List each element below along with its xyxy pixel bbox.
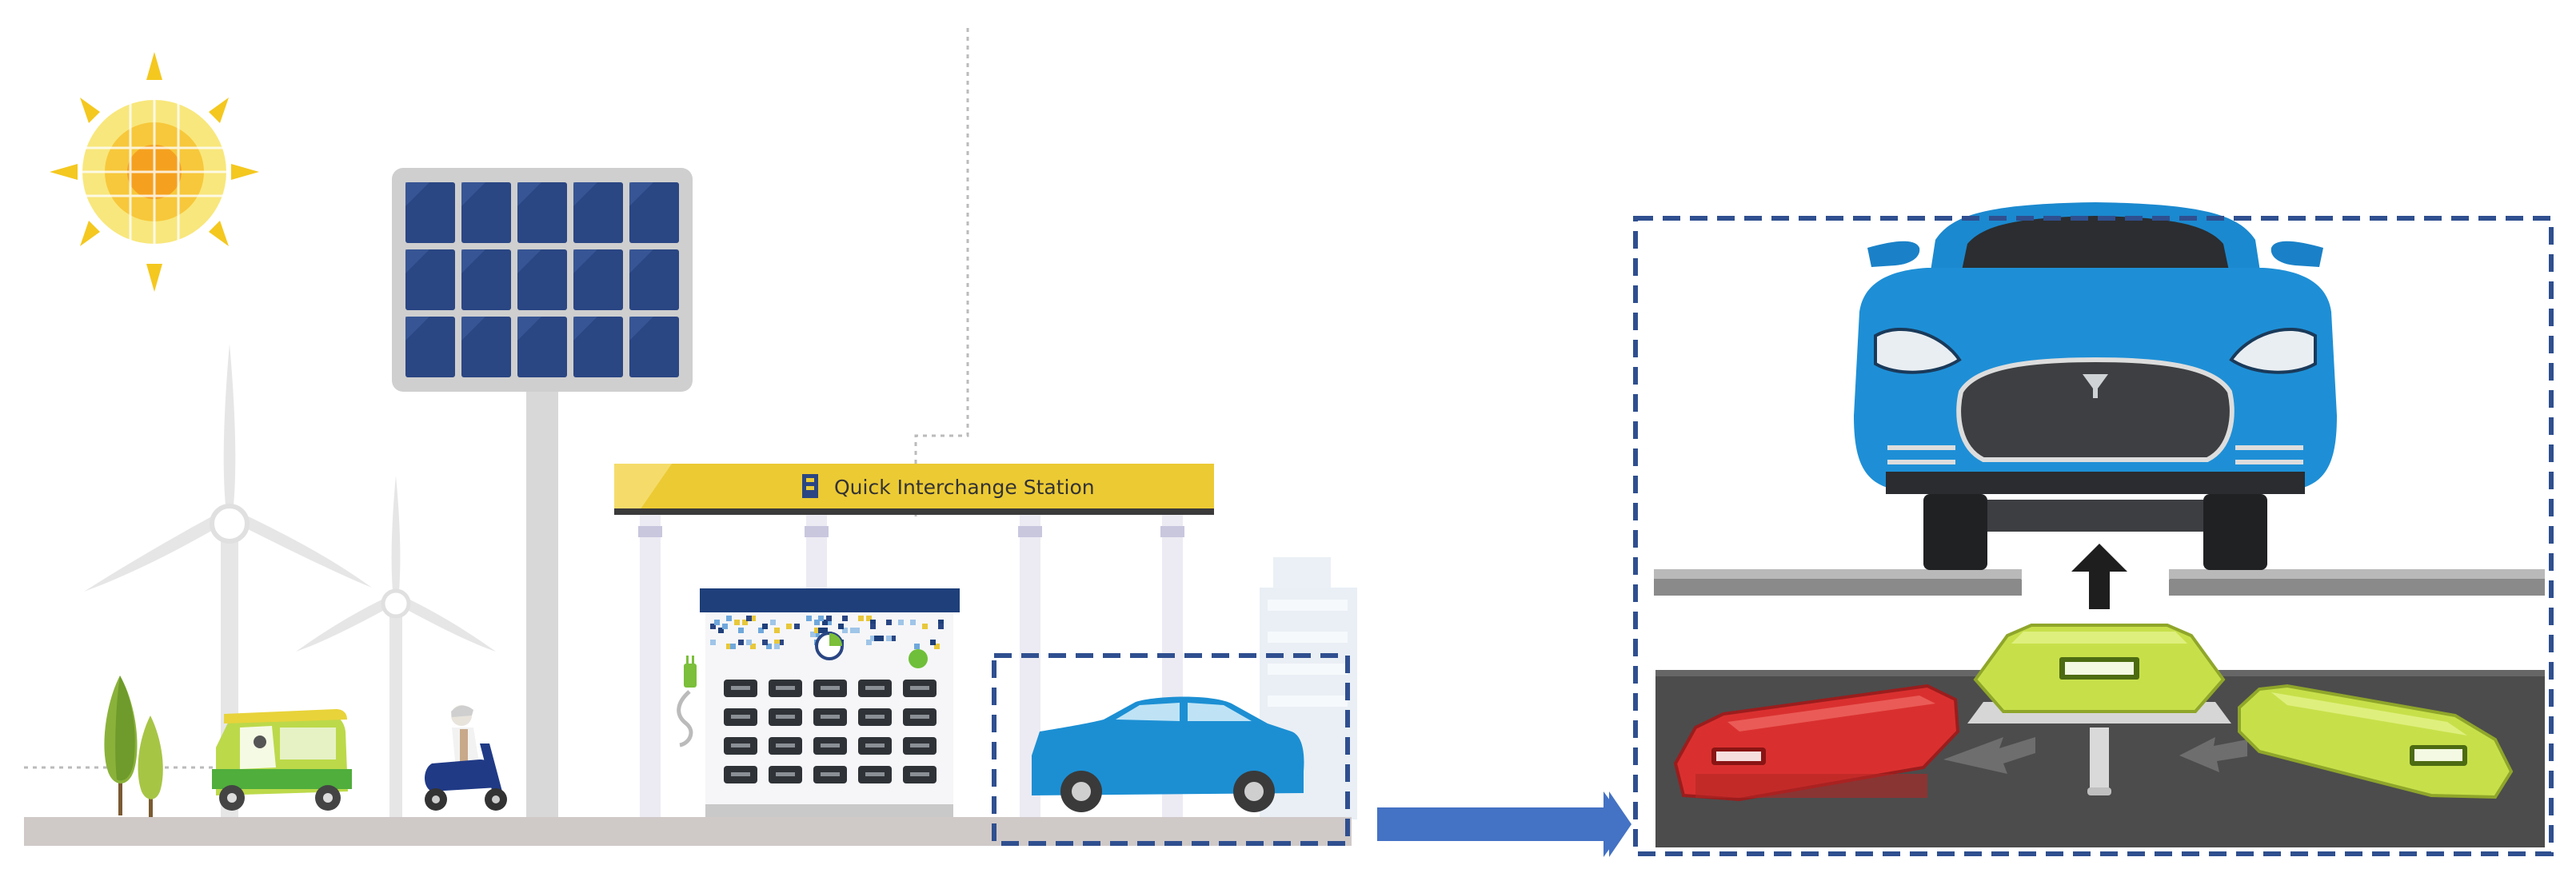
solar-cell [517, 249, 567, 310]
ground [24, 817, 1352, 846]
battery-cabinet-icon [700, 588, 960, 819]
solar-cell [517, 317, 567, 377]
solar-cell [573, 182, 623, 243]
wind-turbine-icon [296, 476, 496, 819]
scooter-icon [425, 705, 507, 811]
station-sign-text: Quick Interchange Station [834, 476, 1095, 499]
battery-swap-detail [1654, 202, 2545, 847]
car-icon [1032, 696, 1304, 812]
battery-pack-icon [1973, 624, 2226, 713]
solar-cell [405, 317, 455, 377]
solar-cell [573, 317, 623, 377]
sun-icon [50, 52, 259, 292]
charging-plug-icon [677, 656, 697, 747]
auto-rickshaw-icon [212, 709, 352, 811]
solar-cell [517, 182, 567, 243]
solar-cell [573, 249, 623, 310]
highlight-box-car [992, 653, 1350, 846]
arrow-left-icon [2179, 737, 2247, 772]
solar-cell [405, 182, 455, 243]
arrow-left-icon [1943, 737, 2035, 774]
solar-cell [629, 249, 679, 310]
highlight-box-detail [1633, 216, 2554, 856]
battery-pack-icon [1673, 684, 1960, 802]
solar-cell [461, 249, 511, 310]
station-logo-icon [802, 474, 818, 498]
station-canopy: Quick Interchange Station [614, 464, 1214, 515]
solar-panel-icon [392, 168, 693, 819]
battery-pack-icon [2238, 684, 2514, 799]
solar-cell [629, 182, 679, 243]
arrow-right-icon [1377, 791, 1631, 857]
solar-cell [461, 317, 511, 377]
solar-cell [405, 249, 455, 310]
car-icon [1854, 202, 2337, 570]
solar-cell [629, 317, 679, 377]
solar-cell [461, 182, 511, 243]
arrow-up-icon [2071, 544, 2127, 609]
tree-icon [104, 676, 163, 819]
